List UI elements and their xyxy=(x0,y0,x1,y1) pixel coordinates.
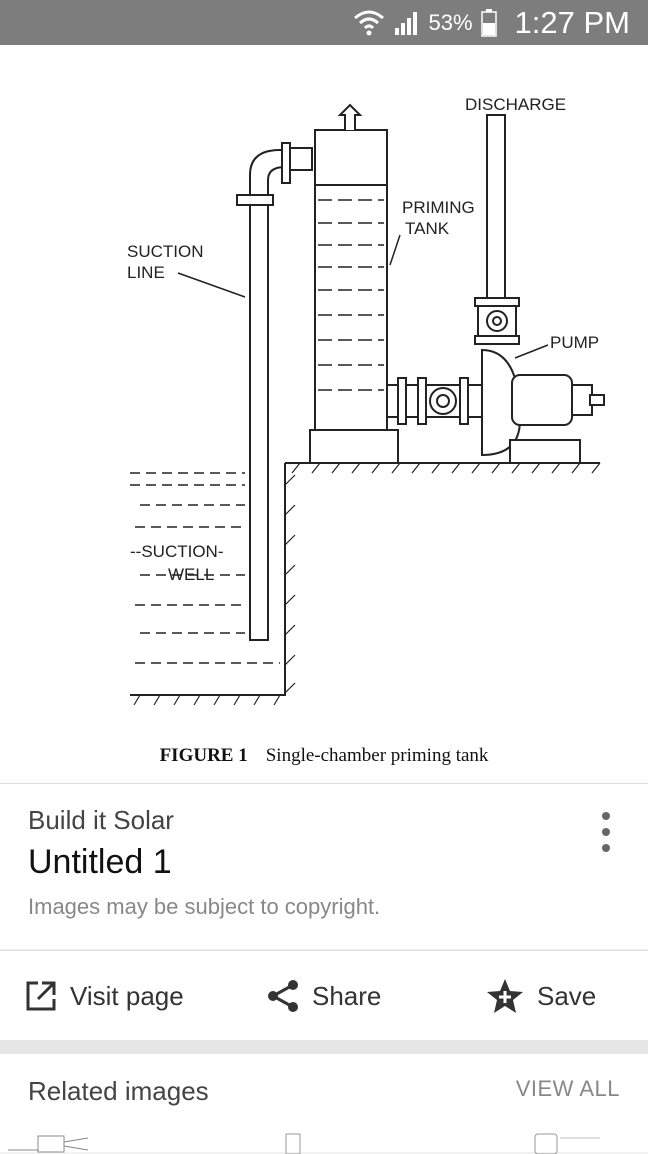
related-images-title: Related images xyxy=(28,1076,209,1106)
battery-icon xyxy=(480,8,497,37)
source-name[interactable]: Build it Solar xyxy=(28,805,174,835)
visit-page-label: Visit page xyxy=(70,980,184,1011)
wifi-icon xyxy=(353,10,384,35)
related-thumbnail-1[interactable] xyxy=(8,1130,118,1154)
star-add-icon xyxy=(487,979,523,1013)
label-line: LINE xyxy=(127,263,165,282)
save-label: Save xyxy=(537,980,597,1011)
copyright-notice: Images may be subject to copyright. xyxy=(28,894,381,919)
label-suction: SUCTION xyxy=(127,242,204,261)
share-label: Share xyxy=(312,980,382,1011)
well-wall xyxy=(130,463,286,696)
related-thumbnail-3[interactable] xyxy=(530,1130,610,1154)
label-priming: PRIMING xyxy=(402,198,475,217)
caption-text: Single-chamber priming tank xyxy=(265,745,489,766)
label-suction-well-1: --SUCTION- xyxy=(130,542,223,561)
related-images-section: Related images VIEW ALL xyxy=(0,1054,648,1154)
image-title[interactable]: Untitled 1 xyxy=(28,843,172,881)
more-options-icon[interactable] xyxy=(594,812,618,852)
save-button[interactable]: Save xyxy=(485,951,596,1041)
status-indicators: 53% 1:27 PM xyxy=(353,0,630,45)
battery-percent: 53% xyxy=(428,9,473,35)
caption-label: FIGURE 1 xyxy=(159,745,248,766)
priming-tank-diagram: DISCHARGE PRIMING TANK SUCTION LINE PUMP… xyxy=(127,95,605,706)
status-bar: 53% 1:27 PM xyxy=(0,0,648,45)
image-preview[interactable]: DISCHARGE PRIMING TANK SUCTION LINE PUMP… xyxy=(0,45,648,783)
action-bar: Visit page Share Save xyxy=(0,950,648,1040)
priming-tank xyxy=(314,129,388,431)
visit-page-button[interactable]: Visit page xyxy=(24,951,184,1041)
view-all-link[interactable]: VIEW ALL xyxy=(515,1076,620,1101)
label-suction-well-2: WELL xyxy=(168,565,214,584)
clock: 1:27 PM xyxy=(514,4,630,40)
label-tank: TANK xyxy=(405,219,450,238)
signal-icon xyxy=(394,11,417,35)
open-external-icon xyxy=(26,981,56,1011)
suction-pipe xyxy=(249,204,269,641)
label-discharge: DISCHARGE xyxy=(465,95,566,114)
share-button[interactable]: Share xyxy=(266,951,381,1041)
figure-caption: FIGURE 1 Single-chamber priming tank xyxy=(0,745,648,767)
image-info-card: Build it Solar Untitled 1 Images may be … xyxy=(0,783,648,949)
section-divider xyxy=(0,1040,648,1054)
label-pump: PUMP xyxy=(550,333,599,352)
related-thumbnail-2[interactable] xyxy=(284,1130,304,1154)
discharge-pipe xyxy=(486,114,506,304)
share-icon xyxy=(268,980,298,1012)
